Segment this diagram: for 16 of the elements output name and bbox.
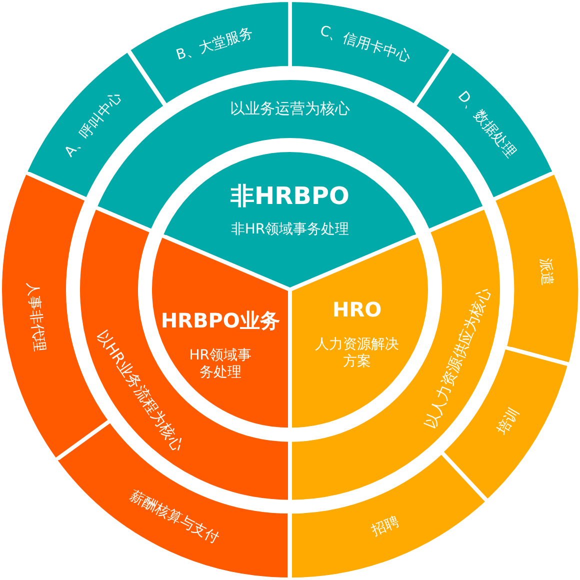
sector-subtitle: HR领域事务处理	[188, 347, 252, 382]
segment-label: A、呼叫中心	[62, 89, 126, 162]
sector-subtitle: 人力资源解决方案	[314, 336, 400, 372]
sector-subtitle: 非HR领域事务处理	[230, 221, 350, 239]
segment-label: 以人力资源供应为核心	[421, 284, 495, 431]
segment-label: 薪酬核算与支付	[126, 488, 222, 548]
segment-label: 人事非代理	[24, 281, 48, 352]
segment-label: 招聘	[370, 514, 402, 541]
sector-title: 非HRBPO	[230, 181, 350, 211]
segment-label: B、大堂服务	[174, 25, 256, 66]
segment-label: 以业务运营为核心	[230, 100, 350, 118]
segment-label: C、信用卡中心	[317, 23, 412, 68]
sector-title: HRO	[332, 297, 382, 322]
segment-label: D、数据处理	[454, 88, 519, 162]
segment-label: 培训	[494, 405, 524, 438]
segment-label: 派遣	[536, 258, 556, 287]
